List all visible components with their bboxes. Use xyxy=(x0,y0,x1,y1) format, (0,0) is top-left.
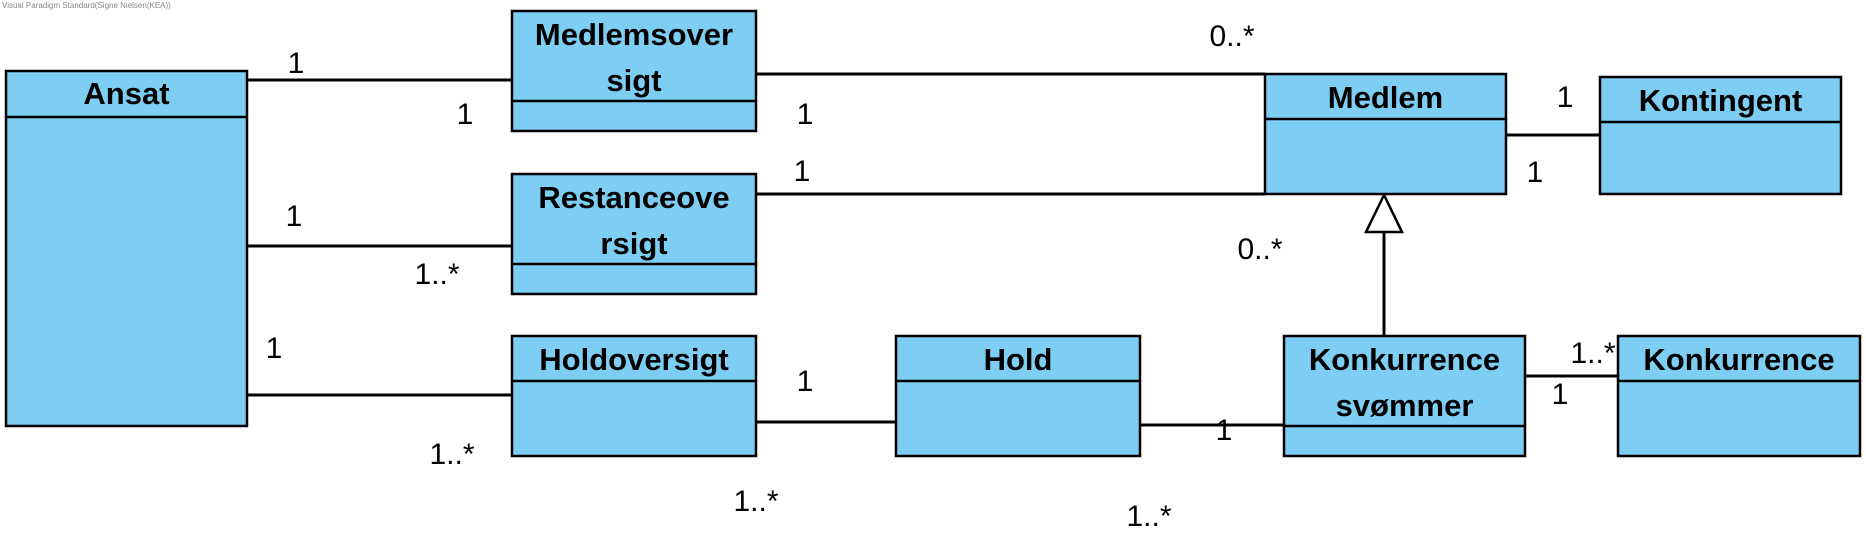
generalization-arrowhead xyxy=(1364,192,1404,234)
class-name-hold: Hold xyxy=(984,342,1053,377)
multiplicity-label: 1 xyxy=(794,155,811,188)
class-medlemsoversigt[interactable]: Medlemsover sigt xyxy=(510,9,758,133)
multiplicity-label: 1..* xyxy=(414,258,459,291)
class-name-restanceoversigt-line1: Restanceove xyxy=(538,180,729,215)
class-medlem[interactable]: Medlem xyxy=(1263,72,1508,196)
class-name-restanceoversigt-line2: rsigt xyxy=(600,226,667,261)
multiplicity-label: 1 xyxy=(1527,156,1544,189)
class-name-konkurrence: Konkurrence xyxy=(1643,342,1834,377)
multiplicity-label: 1 xyxy=(286,200,303,233)
multiplicity-label: 0..* xyxy=(1237,233,1282,266)
class-name-konkurrencesvommer-line2: svømmer xyxy=(1336,388,1474,423)
class-holdoversigt[interactable]: Holdoversigt xyxy=(510,334,758,458)
class-name-ansat: Ansat xyxy=(83,76,169,111)
multiplicity-label: 1 xyxy=(457,98,474,131)
multiplicity-label: 1..* xyxy=(429,438,474,471)
class-name-medlem: Medlem xyxy=(1328,80,1443,115)
class-restanceoversigt[interactable]: Restanceove rsigt xyxy=(510,172,758,296)
associations xyxy=(247,72,1618,427)
class-hold[interactable]: Hold xyxy=(894,334,1142,458)
class-name-medlemsoversigt-line1: Medlemsover xyxy=(535,17,733,52)
multiplicity-label: 1 xyxy=(1557,81,1574,114)
multiplicity-label: 1 xyxy=(1552,378,1569,411)
multiplicity-label: 1 xyxy=(1216,414,1233,447)
multiplicity-label: 1 xyxy=(797,365,814,398)
class-kontingent[interactable]: Kontingent xyxy=(1598,75,1843,196)
multiplicity-label: 1 xyxy=(266,332,283,365)
multiplicity-label: 1..* xyxy=(1126,500,1171,533)
class-name-konkurrencesvommer-line1: Konkurrence xyxy=(1309,342,1500,377)
multiplicity-label: 1..* xyxy=(1570,337,1615,370)
multiplicity-label: 1..* xyxy=(733,485,778,518)
class-name-holdoversigt: Holdoversigt xyxy=(539,342,728,377)
class-konkurrence[interactable]: Konkurrence xyxy=(1616,334,1862,458)
class-konkurrencesvommer[interactable]: Konkurrence svømmer xyxy=(1282,334,1527,458)
class-name-medlemsoversigt-line2: sigt xyxy=(606,63,661,98)
class-ansat[interactable]: Ansat xyxy=(4,69,249,428)
multiplicity-label: 1 xyxy=(288,47,305,80)
multiplicity-label: 1 xyxy=(797,98,814,131)
watermark: Visual Paradigm Standard(Signe Nielsen(K… xyxy=(2,1,171,10)
multiplicity-label: 0..* xyxy=(1209,20,1254,53)
class-name-kontingent: Kontingent xyxy=(1639,83,1803,118)
